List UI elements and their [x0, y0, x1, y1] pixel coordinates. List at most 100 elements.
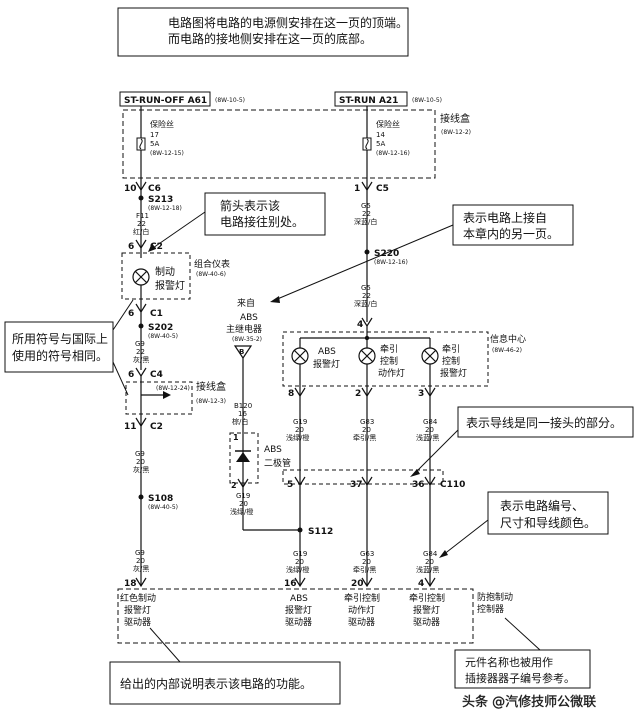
power-left: ST-RUN-OFF A61 (8W-10-5) — [119, 91, 245, 107]
g9c-gauge: 20 — [136, 557, 145, 565]
pin-16: 16 — [284, 579, 297, 589]
callout-wire-line2: 尺寸和导线颜色。 — [500, 515, 596, 530]
power-left-label: ST-RUN-OFF A61 — [124, 96, 207, 106]
g84-wire: G84 — [423, 418, 438, 426]
s213-label: S213 — [148, 195, 173, 205]
s108-dot — [138, 494, 144, 500]
fuse-box: 接线盒 (8W-12-2) 保险丝 17 5A (8W-12-15) 保险丝 1… — [122, 106, 471, 180]
pin-2: 2 — [355, 389, 361, 399]
driver1-line1: 红色制动 — [120, 592, 156, 604]
fuse-left-name: 保险丝 — [150, 119, 174, 129]
pin-4b: 4 — [418, 579, 424, 589]
g84b-gauge: 20 — [425, 558, 434, 566]
callout-top: 电路图将电路的电源侧安排在这一页的顶端。 而电路的接地侧安排在这一页的底部。 — [117, 7, 409, 57]
g83-gauge: 20 — [362, 426, 371, 434]
pin-8: 8 — [288, 389, 294, 399]
callout-top-line1: 电路图将电路的电源侧安排在这一页的顶端。 — [168, 15, 408, 30]
brake-lamp-line2: 报警灯 — [155, 279, 185, 292]
fuse-right-num: 14 — [376, 131, 385, 139]
b120-wire: B120 — [234, 402, 252, 410]
g63-gauge: 20 — [362, 558, 371, 566]
callout-symbols-line2: 使用的符号相同。 — [12, 348, 108, 363]
driver2-line1: ABS — [290, 594, 308, 604]
c1-pin: 6 — [128, 309, 134, 319]
cluster-ref: (8W-40-6) — [196, 271, 226, 278]
c1-label: C1 — [150, 309, 163, 319]
callout-arrow-line2: 电路接往别处。 — [220, 214, 304, 229]
s220-dot — [364, 249, 370, 255]
g19b-color: 浅绿/橙 — [286, 565, 309, 574]
fuse-box-ref: (8W-12-2) — [441, 129, 471, 136]
g84-gauge: 20 — [425, 426, 434, 434]
pin-3: 3 — [418, 389, 424, 399]
left-circuit: 10 C6 S213 (8W-12-18) F11 22 红/白 6 C2 组合… — [121, 180, 230, 589]
diode-icon — [236, 452, 250, 462]
g9a-color: 灰/黑 — [133, 355, 149, 364]
callout-wire: 表示电路编号、 尺寸和导线颜色。 — [439, 491, 609, 558]
s202-dot — [138, 323, 144, 329]
g84-color: 浅蓝/黑 — [416, 433, 439, 442]
abs-module: 防抱制动 控制器 红色制动 报警灯 驱动器 ABS 报警灯 驱动器 牵引控制 动… — [117, 588, 513, 644]
f11-color: 红/白 — [133, 227, 149, 236]
callout-name-line1: 元件名称也被用作 — [465, 655, 553, 669]
tcw-lamp-line1: 牵引 — [442, 344, 460, 355]
module-line1: 防抱制动 — [477, 591, 513, 603]
g5b-gauge: 22 — [362, 292, 371, 300]
s112-label: S112 — [308, 527, 333, 537]
s202-ref: (8W-40-5) — [148, 333, 178, 340]
g5b-wire: G5 — [361, 284, 371, 292]
power-right: ST-RUN A21 (8W-10-5) — [334, 91, 442, 107]
driver1-line2: 报警灯 — [124, 604, 151, 616]
driver3-line2: 动作灯 — [348, 604, 375, 616]
fuse-box-label: 接线盒 — [440, 112, 470, 125]
power-right-ref: (8W-10-5) — [412, 97, 442, 104]
tc-lamp-line3: 动作灯 — [378, 367, 405, 379]
fuse-left-amp: 5A — [150, 140, 159, 148]
relay-b: B — [239, 348, 244, 356]
c2-pin: 6 — [128, 242, 134, 252]
g9b-color: 灰/黑 — [133, 465, 149, 474]
relay-name: 主继电器 — [226, 323, 262, 335]
c110-label: C110 — [440, 480, 465, 490]
g63-color: 牵引/黑 — [353, 565, 376, 574]
g83-color: 牵引/黑 — [353, 433, 376, 442]
g63-wire: G63 — [360, 550, 374, 558]
callout-top-line2: 而电路的接地侧安排在这一页的底部。 — [168, 31, 372, 46]
f11-wire: F11 — [136, 212, 149, 220]
relay-ref: (8W-35-2) — [232, 336, 262, 343]
callout-arrow: 箭头表示该 电路接往别处。 — [148, 192, 326, 252]
s220-ref: (8W-12-16) — [374, 259, 408, 266]
c5-pin: 1 — [354, 184, 360, 194]
c6-pin: 10 — [124, 184, 137, 194]
c4-ref: (8W-12-24) — [156, 385, 190, 392]
fuse-right-ref: (8W-12-16) — [376, 150, 410, 157]
fuse-left-ref: (8W-12-15) — [150, 150, 184, 157]
g5a-wire: G5 — [361, 202, 371, 210]
watermark: 头条 @汽修技师公微联 — [462, 694, 596, 710]
elsewhere-arrow-icon — [163, 391, 171, 399]
callout-symbols: 所用符号与国际上 使用的符号相同。 — [4, 299, 134, 396]
relay-from: 来自 — [237, 297, 255, 309]
b120-gauge: 16 — [238, 410, 247, 418]
callout-chapter-line1: 表示电路上接自 — [463, 210, 547, 225]
c2-label: C2 — [150, 242, 163, 252]
c5-label: C5 — [376, 184, 389, 194]
g5b-color: 深蓝/白 — [354, 299, 377, 308]
callout-arrow-line1: 箭头表示该 — [220, 198, 280, 213]
abs-lamp-line1: ABS — [318, 347, 336, 357]
callout-function-text: 给出的内部说明表示该电路的功能。 — [120, 676, 312, 691]
pin-4: 4 — [357, 320, 363, 330]
g5a-gauge: 22 — [362, 210, 371, 218]
g19-color: 浅绿/橙 — [286, 433, 309, 442]
s112-dot — [297, 527, 303, 533]
driver2-line3: 驱动器 — [285, 617, 312, 628]
brake-lamp-line1: 制动 — [155, 265, 175, 278]
info-ref: (8W-46-2) — [492, 347, 522, 354]
c110-pin37: 37 — [350, 480, 363, 490]
abs-relay: 来自 ABS 主继电器 (8W-35-2) B B120 16 棕/白 1 AB… — [226, 297, 333, 537]
relay-g19-color: 浅绿/橙 — [230, 507, 253, 516]
from-page-icon — [233, 345, 253, 360]
c110-pin5: 5 — [287, 480, 293, 490]
relay-abs: ABS — [240, 313, 258, 323]
